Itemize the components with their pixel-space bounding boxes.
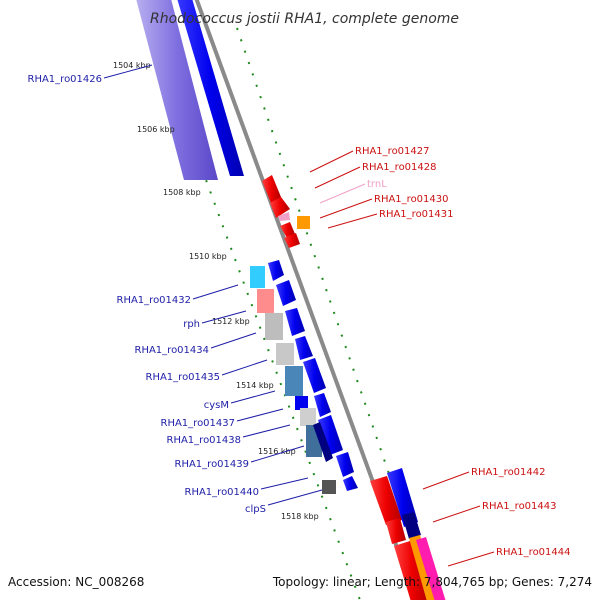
- leader-line: [242, 424, 291, 438]
- gene-block-ro01435[interactable]: [276, 343, 294, 365]
- gene-label-ro01426[interactable]: RHA1_ro01426: [28, 74, 103, 85]
- gene-label-trnl[interactable]: trnL: [367, 179, 387, 190]
- gene-label-ro01443[interactable]: RHA1_ro01443: [482, 501, 557, 512]
- gene-arrow-trnl[interactable]: [278, 212, 290, 221]
- gene-arrow-fwd-9[interactable]: [336, 452, 354, 477]
- gene-bar-ro01443-navy[interactable]: [402, 512, 421, 539]
- gene-block-cysm[interactable]: [285, 366, 303, 396]
- gene-label-ro01428[interactable]: RHA1_ro01428: [362, 162, 437, 173]
- leader-line: [221, 359, 268, 376]
- gene-label-ro01444[interactable]: RHA1_ro01444: [496, 547, 571, 558]
- gene-label-ro01438[interactable]: RHA1_ro01438: [167, 435, 242, 446]
- gene-bar-ro01426-purple[interactable]: [135, 0, 218, 180]
- tick-label: 1514 kbp: [236, 381, 274, 390]
- gene-arrow-ro01431[interactable]: [284, 233, 300, 248]
- gene-bar-ro01442b[interactable]: [386, 518, 406, 544]
- reverse-gene-group-upper: [262, 175, 310, 248]
- gene-arrow-fwd-5[interactable]: [303, 358, 326, 393]
- forward-gene-arrows: [268, 260, 358, 491]
- gene-label-ro01430[interactable]: RHA1_ro01430: [374, 194, 449, 205]
- gene-label-ro01442[interactable]: RHA1_ro01442: [471, 467, 546, 478]
- leader-line: [201, 310, 247, 324]
- gene-label-ro01437[interactable]: RHA1_ro01437: [161, 418, 236, 429]
- leader-line: [432, 505, 481, 523]
- gene-arrow-fwd-8[interactable]: [313, 422, 333, 462]
- tick-label: 1516 kbp: [258, 447, 296, 456]
- gene-label-ro01434[interactable]: RHA1_ro01434: [135, 345, 210, 356]
- leader-line: [210, 332, 257, 349]
- gene-bar-ro01444[interactable]: [416, 537, 447, 600]
- scale-tick-labels: 1504 kbp 1506 kbp 1508 kbp 1510 kbp 1512…: [113, 61, 319, 521]
- gene-arrow-fwd-1[interactable]: [268, 260, 284, 281]
- leader-line: [447, 551, 495, 567]
- accession-text: Accession: NC_008268: [8, 575, 144, 589]
- leader-line: [236, 408, 284, 422]
- gene-label-ro01440[interactable]: RHA1_ro01440: [185, 487, 260, 498]
- gene-bar-ro01442[interactable]: [370, 476, 402, 525]
- gene-label-ro01439[interactable]: RHA1_ro01439: [175, 459, 250, 470]
- gene-box-orange[interactable]: [297, 216, 310, 229]
- leader-line: [250, 445, 305, 463]
- gene-arrow-fwd-2[interactable]: [276, 280, 296, 306]
- gene-arrow-fwd-4[interactable]: [295, 336, 313, 360]
- leader-line: [267, 489, 323, 506]
- gene-block-ro01437[interactable]: [295, 396, 308, 410]
- gene-label-clps[interactable]: clpS: [245, 504, 266, 515]
- leader-line: [230, 390, 276, 404]
- gene-label-ro01432[interactable]: RHA1_ro01432: [117, 295, 192, 306]
- gene-arrow-fwd-6[interactable]: [314, 393, 331, 417]
- gene-label-rph[interactable]: rph: [183, 319, 200, 330]
- tick-label: 1510 kbp: [189, 252, 227, 261]
- right-gene-labels: RHA1_ro01427 RHA1_ro01428 trnL RHA1_ro01…: [309, 146, 571, 567]
- gene-block-ro01438[interactable]: [300, 408, 316, 426]
- tick-label: 1506 kbp: [137, 125, 175, 134]
- leader-line: [319, 183, 366, 204]
- tick-label: 1508 kbp: [163, 188, 201, 197]
- gene-block-ro01432[interactable]: [250, 266, 265, 288]
- lower-right-genes: [370, 468, 447, 600]
- leader-line: [309, 150, 354, 173]
- gene-block-ro01440[interactable]: [322, 480, 336, 494]
- gene-arrow-ro01427[interactable]: [262, 175, 281, 203]
- tick-label: 1504 kbp: [113, 61, 151, 70]
- gene-bar-ro01426[interactable]: [176, 0, 244, 176]
- leader-line: [327, 213, 378, 229]
- gene-block-rph[interactable]: [257, 289, 274, 313]
- left-gene-labels: RHA1_ro01426 RHA1_ro01432 rph RHA1_ro014…: [28, 64, 323, 515]
- gene-arrow-fwd-3[interactable]: [285, 308, 305, 336]
- gene-arrow-fwd-10[interactable]: [343, 476, 358, 491]
- tick-label: 1518 kbp: [281, 512, 319, 521]
- leader-line: [319, 198, 373, 219]
- leader-line: [103, 64, 153, 79]
- tick-label: 1512 kbp: [212, 317, 250, 326]
- gene-arrow-fwd-7[interactable]: [318, 415, 343, 455]
- gene-label-ro01431[interactable]: RHA1_ro01431: [379, 209, 454, 220]
- leader-line: [422, 471, 470, 490]
- leader-line: [260, 477, 309, 490]
- leader-line: [192, 284, 239, 300]
- gene-bar-ro01443[interactable]: [394, 541, 430, 600]
- gene-block-ro01434[interactable]: [265, 313, 283, 340]
- gene-arrow-ro01430[interactable]: [280, 222, 295, 238]
- genome-title: Rhodococcus jostii RHA1, complete genome: [150, 11, 459, 27]
- gene-arrow-ro01428[interactable]: [270, 197, 290, 218]
- gene-label-cysm[interactable]: cysM: [204, 400, 229, 411]
- topology-text: Topology: linear; Length: 7,804,765 bp; …: [272, 575, 592, 589]
- gene-label-ro01427[interactable]: RHA1_ro01427: [355, 146, 430, 157]
- gene-label-ro01435[interactable]: RHA1_ro01435: [146, 372, 221, 383]
- gene-bar-ro01443-blue[interactable]: [387, 468, 418, 527]
- leader-line: [314, 166, 361, 189]
